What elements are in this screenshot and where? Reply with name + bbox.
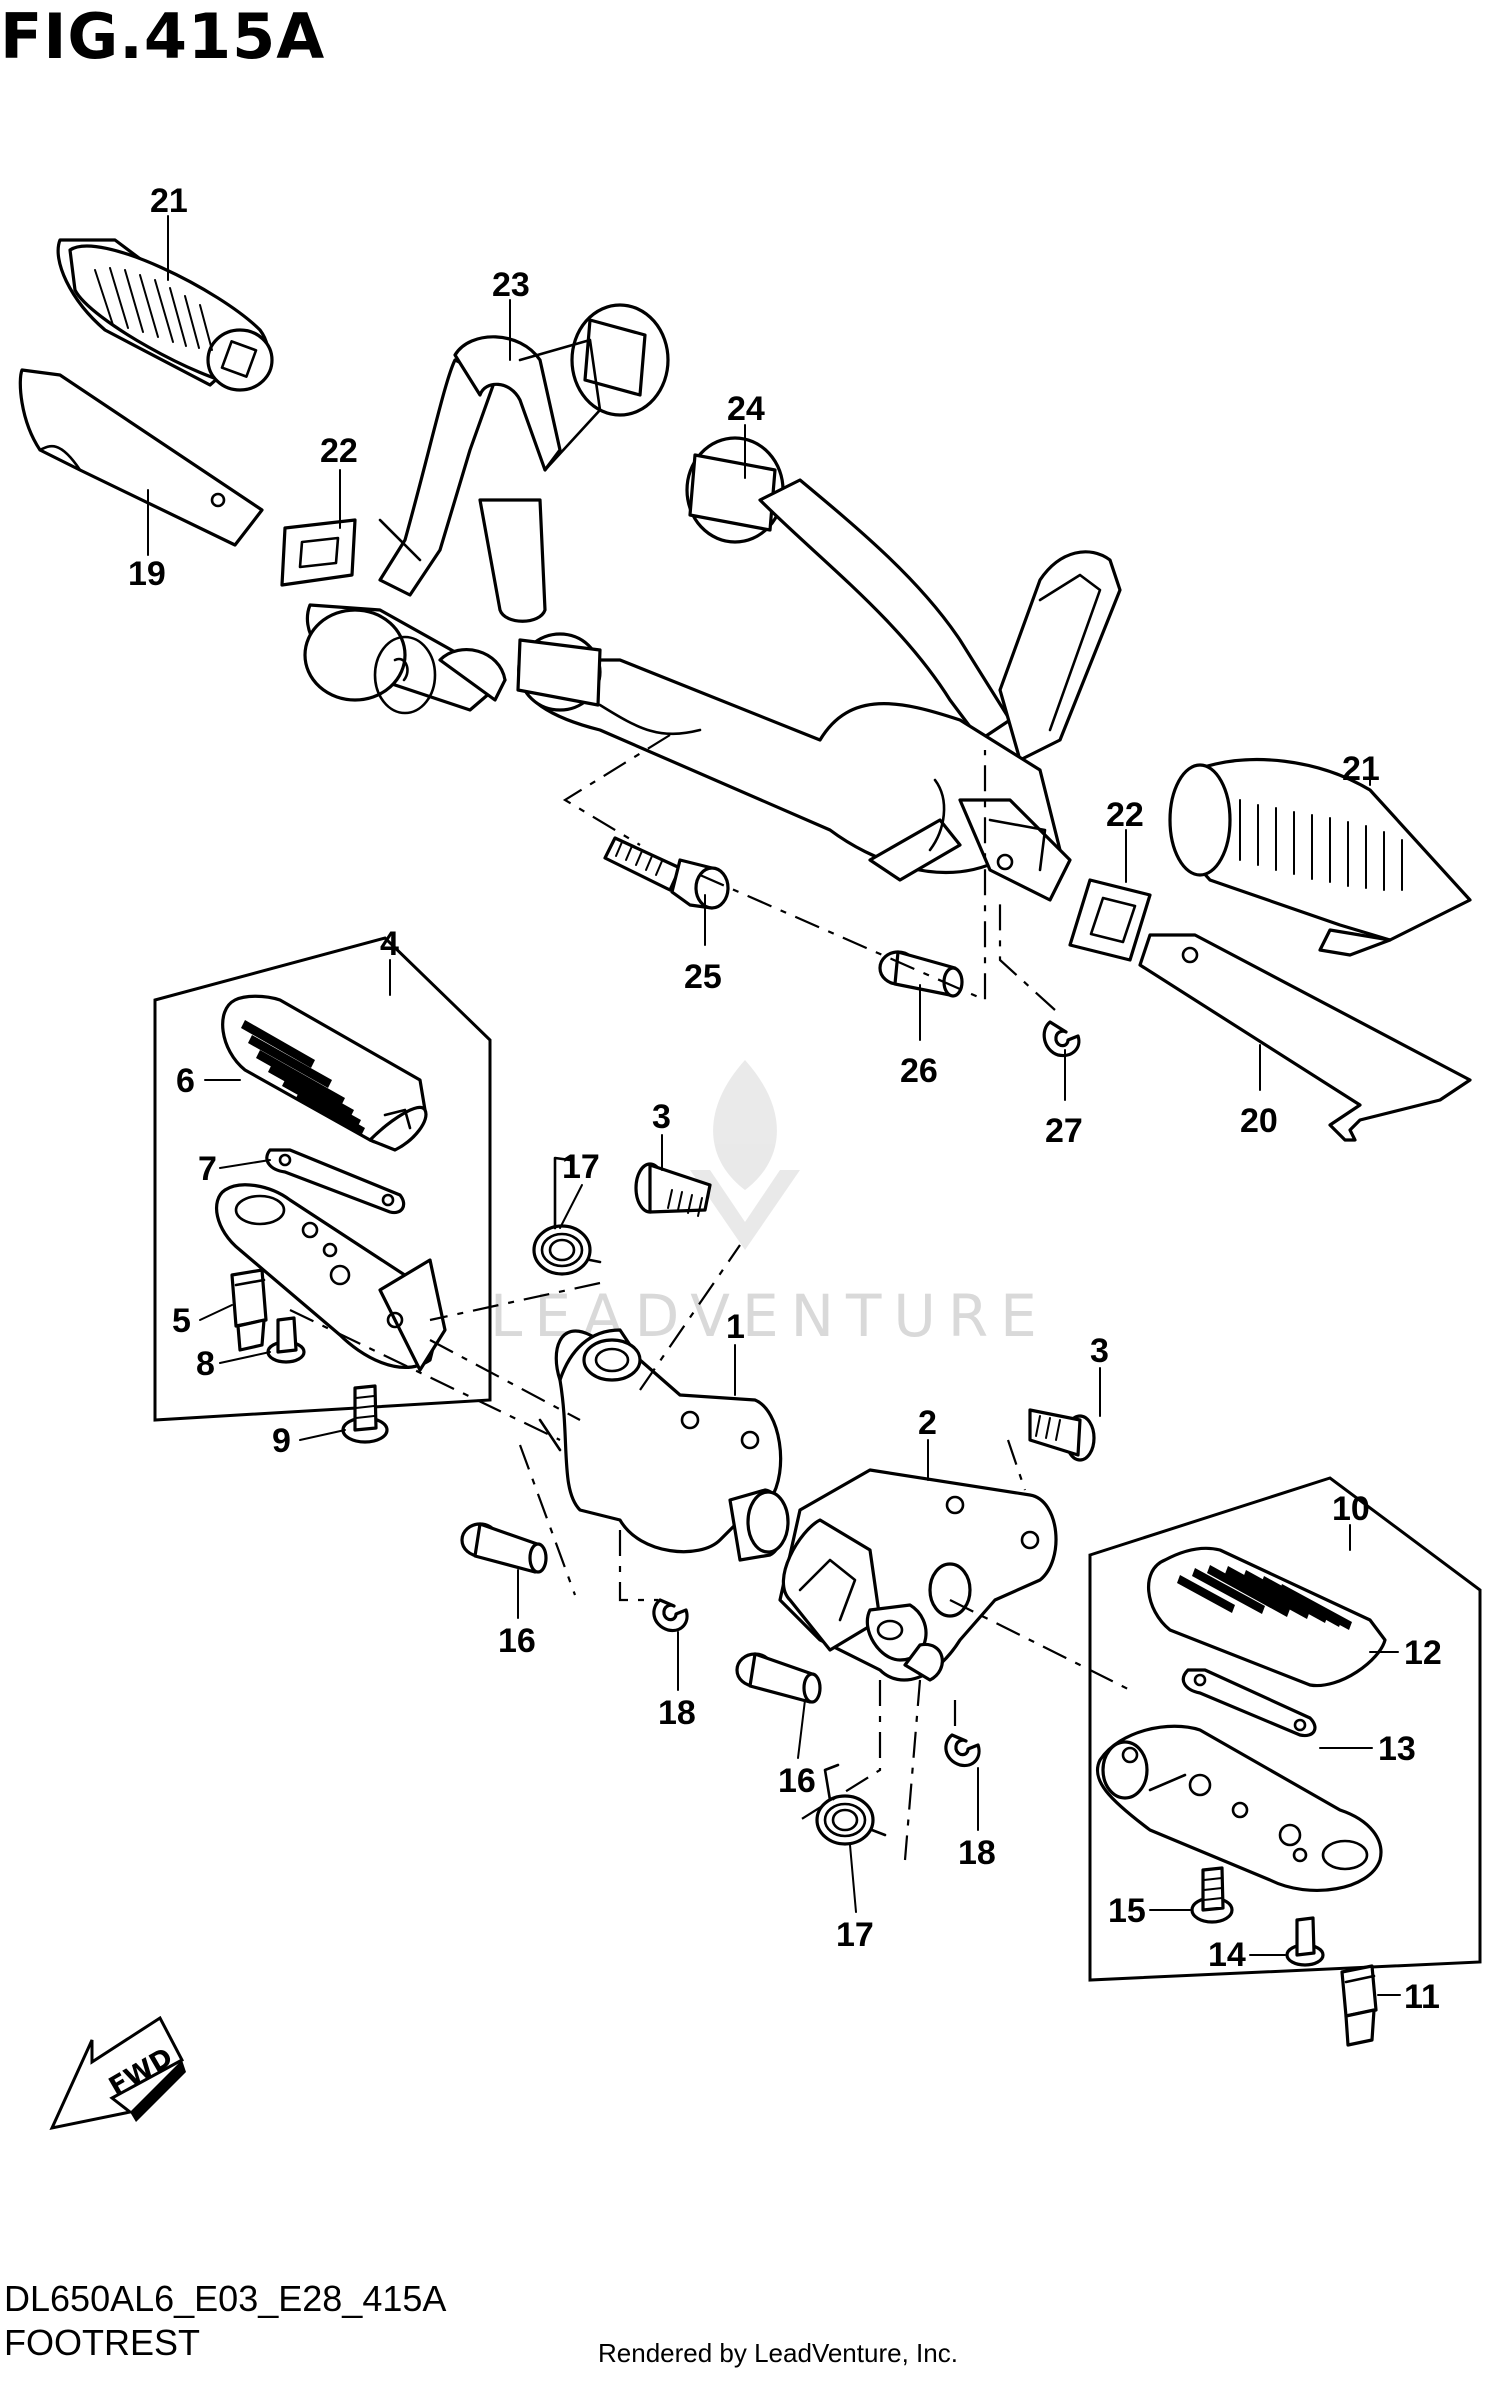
assembly-lines-upper — [562, 734, 1056, 1011]
callout-21: 21 — [150, 182, 188, 220]
model-code: DL650AL6_E03_E28_415A — [4, 2278, 447, 2319]
render-credit: Rendered by LeadVenture, Inc. — [598, 2338, 958, 2368]
pin-16-right — [735, 1652, 822, 1704]
callout-12: 12 — [1404, 1634, 1442, 1672]
adjuster-11 — [1340, 1964, 1378, 2047]
callout-20: 20 — [1240, 1102, 1278, 1140]
footrest-bracket-1 — [538, 1328, 790, 1562]
callout-23: 23 — [492, 266, 530, 304]
callout-22: 22 — [1106, 796, 1144, 834]
callout-11: 11 — [1404, 1978, 1440, 2016]
bolt-25 — [603, 836, 730, 910]
callout-21: 21 — [1342, 750, 1380, 788]
plate-13 — [1181, 1668, 1317, 1738]
footrest-plate-19 — [18, 368, 264, 547]
footrest-grip-21-right — [1168, 757, 1472, 957]
callout-14: 14 — [1208, 1936, 1246, 1974]
callout-8: 8 — [196, 1345, 215, 1383]
callout-10: 10 — [1332, 1490, 1370, 1528]
callout-5: 5 — [172, 1302, 191, 1340]
callout-13: 13 — [1378, 1730, 1416, 1768]
footrest-body-4 — [215, 1183, 447, 1372]
bolt-3-lower — [1028, 1408, 1096, 1462]
bolt-3-upper — [634, 1162, 712, 1217]
callout-15: 15 — [1108, 1892, 1146, 1930]
callout-27: 27 — [1045, 1112, 1083, 1150]
leadventure-logo-icon — [690, 1060, 800, 1250]
washer-22-upper-right — [1068, 878, 1152, 962]
screw-8 — [266, 1316, 306, 1364]
callout-18: 18 — [658, 1694, 696, 1732]
callout-1: 1 — [726, 1308, 745, 1346]
callout-4: 4 — [380, 925, 399, 963]
callout-17: 17 — [562, 1148, 600, 1186]
callout-17: 17 — [836, 1916, 874, 1954]
callout-16: 16 — [778, 1762, 816, 1800]
diagram-caption: FOOTREST — [4, 2322, 200, 2363]
figure-title: FIG.415A — [0, 0, 326, 73]
screw-15 — [1190, 1866, 1234, 1924]
footrest-bracket-2 — [778, 1468, 1058, 1682]
callout-9: 9 — [272, 1422, 291, 1460]
kit-outline-4 — [153, 936, 492, 1422]
front-footrest-bracket-23 — [303, 303, 670, 715]
fwd-arrow-icon: FWD — [49, 2015, 186, 2131]
footrest-grip-21-left — [56, 238, 274, 392]
footrest-rubber-12 — [1147, 1546, 1387, 1688]
footrest-plate-20 — [1138, 933, 1472, 1142]
adjuster-5 — [230, 1268, 268, 1352]
washer-22-upper-left — [280, 518, 357, 587]
callout-26: 26 — [900, 1052, 938, 1090]
spring-17-lower — [815, 1763, 887, 1846]
callout-22: 22 — [320, 432, 358, 470]
callout-24: 24 — [727, 390, 765, 428]
clip-18-right — [944, 1733, 981, 1768]
screw-9 — [341, 1384, 389, 1444]
footrest-rubber-6 — [221, 994, 428, 1152]
leader-lines — [147, 215, 1401, 1996]
pin-16-left — [460, 1522, 548, 1574]
callout-19: 19 — [128, 555, 166, 593]
kit-outline-10 — [1088, 1476, 1482, 1982]
clip-18-left — [652, 1598, 689, 1633]
callout-3: 3 — [652, 1098, 671, 1136]
callout-labels: 21 23 24 22 19 21 22 25 26 27 20 4 6 7 5… — [128, 182, 1442, 2016]
footrest-body-10 — [1095, 1724, 1383, 1892]
callout-6: 6 — [176, 1062, 195, 1100]
callout-7: 7 — [198, 1150, 217, 1188]
callout-2: 2 — [918, 1404, 937, 1442]
screw-14 — [1285, 1916, 1325, 1967]
clip-27 — [1042, 1020, 1081, 1058]
callout-25: 25 — [684, 958, 722, 996]
callout-16: 16 — [498, 1622, 536, 1660]
callout-3: 3 — [1090, 1332, 1109, 1370]
rear-footrest-bracket-24 — [516, 436, 1122, 902]
callout-18: 18 — [958, 1834, 996, 1872]
assembly-lines-middle — [289, 1244, 1131, 1861]
